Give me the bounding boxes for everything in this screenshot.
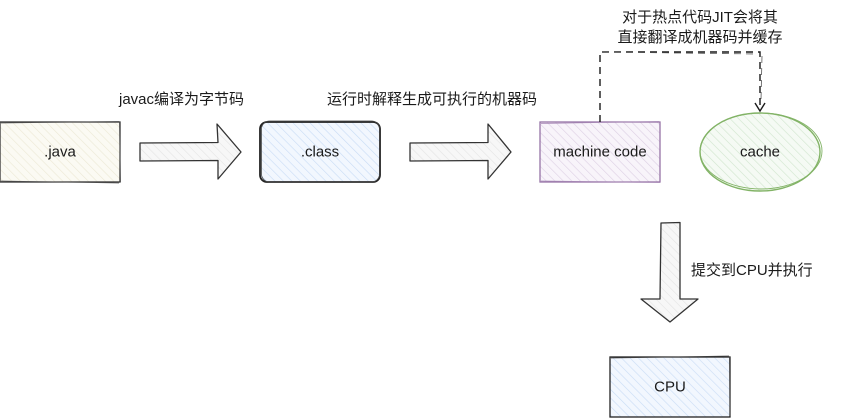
edge-label-jit-line1: 对于热点代码JIT会将其 — [622, 9, 778, 26]
arrow-machine-to-cpu — [640, 221, 699, 323]
node-java-label-box: .java — [0, 122, 120, 182]
node-cache-label-box: cache — [700, 113, 820, 191]
node-machine-code-label: machine code — [553, 143, 647, 161]
node-machine-code-label-box: machine code — [540, 122, 660, 182]
node-cpu-label: CPU — [654, 378, 686, 396]
node-java[interactable] — [0, 121, 121, 184]
node-cache-label: cache — [739, 143, 781, 161]
node-class-label: .class — [300, 143, 340, 161]
edge-label-cpu: 提交到CPU并执行 — [691, 262, 813, 279]
node-cache[interactable] — [699, 112, 823, 192]
node-class[interactable] — [259, 120, 381, 183]
arrow-java-to-class — [139, 123, 242, 180]
edge-label-javac: javac编译为字节码 — [119, 91, 245, 108]
node-class-label-box: .class — [260, 122, 380, 182]
node-cpu[interactable] — [609, 355, 731, 418]
arrow-class-to-machine — [409, 123, 512, 180]
edge-jit-dashed — [599, 51, 766, 122]
node-machine-code[interactable] — [539, 121, 661, 183]
edge-label-jit-line2: 直接翻译成机器码并缓存 — [617, 29, 783, 46]
node-cpu-label-box: CPU — [610, 357, 730, 417]
node-java-label: .java — [44, 143, 76, 161]
edge-label-interpret: 运行时解释生成可执行的机器码 — [327, 91, 538, 108]
